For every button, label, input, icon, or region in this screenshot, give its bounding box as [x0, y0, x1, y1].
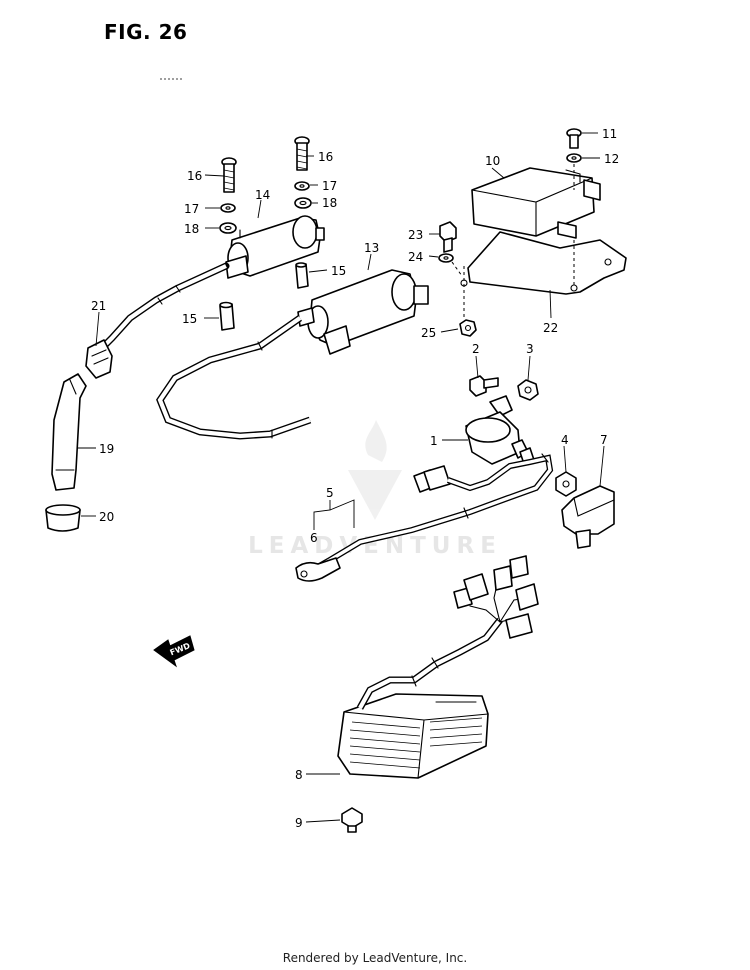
washer-17-left[interactable] — [220, 203, 236, 213]
spacer-15-upper[interactable] — [295, 262, 309, 289]
callout-9: 9 — [295, 816, 303, 830]
screw-11[interactable] — [566, 128, 582, 149]
ignition-coil-14[interactable] — [225, 215, 325, 279]
callout-18-right: 18 — [322, 196, 337, 210]
terminal-6[interactable] — [295, 557, 341, 582]
spacer-15-lower[interactable] — [219, 301, 235, 331]
regulator-rectifier-8[interactable] — [337, 693, 489, 779]
washer-12[interactable] — [566, 153, 582, 163]
plug-cap-21[interactable] — [85, 339, 113, 379]
plug-seal-20[interactable] — [45, 504, 81, 532]
washer-17-right[interactable] — [294, 181, 310, 191]
spark-plug-lead-rear — [100, 262, 230, 350]
assembly-lines — [451, 164, 575, 318]
callout-15-lower: 15 — [182, 312, 197, 326]
bolt-2[interactable] — [469, 375, 499, 397]
regulator-harness — [356, 555, 539, 710]
bolt-16-right[interactable] — [294, 136, 310, 171]
plug-cap-19[interactable] — [51, 373, 87, 491]
nut-3[interactable] — [517, 379, 539, 401]
callout-4: 4 — [561, 433, 569, 447]
nut-25[interactable] — [459, 319, 477, 337]
callout-14: 14 — [255, 188, 270, 202]
spark-plug-lead-front — [156, 315, 312, 440]
callout-20: 20 — [99, 510, 114, 524]
callout-24: 24 — [408, 250, 423, 264]
callout-11: 11 — [602, 127, 617, 141]
callout-17-left: 17 — [184, 202, 199, 216]
callout-18-left: 18 — [184, 222, 199, 236]
callout-8: 8 — [295, 768, 303, 782]
callout-bracket-5 — [313, 499, 355, 530]
callout-1: 1 — [430, 434, 438, 448]
bolt-23[interactable] — [439, 221, 457, 253]
footer-credit: Rendered by LeadVenture, Inc. — [282, 951, 468, 965]
callout-15-upper: 15 — [331, 264, 346, 278]
figure-title: FIG. 26 — [104, 20, 188, 44]
forward-direction-arrow: FWD — [153, 635, 195, 668]
leader-lines — [78, 132, 605, 823]
callout-2: 2 — [472, 342, 480, 356]
callout-16-right: 16 — [318, 150, 333, 164]
callout-21: 21 — [91, 299, 106, 313]
callout-17-right: 17 — [322, 179, 337, 193]
bolt-16-left[interactable] — [221, 157, 237, 193]
callout-3: 3 — [526, 342, 534, 356]
watermark-logo — [348, 420, 402, 520]
washer-24[interactable] — [438, 253, 454, 263]
callout-5: 5 — [326, 486, 334, 500]
screw-9[interactable] — [341, 807, 363, 833]
bracket-22[interactable] — [460, 231, 627, 295]
callout-22: 22 — [543, 321, 558, 335]
ignition-coil-13[interactable] — [297, 269, 429, 355]
callout-labels: 16 16 17 18 17 18 14 13 15 15 21 19 20 1… — [91, 127, 619, 830]
callout-23: 23 — [408, 228, 423, 242]
callout-10: 10 — [485, 154, 500, 168]
cdi-unit-10[interactable] — [471, 167, 601, 239]
relay-harness — [298, 453, 554, 581]
nut-4[interactable] — [555, 471, 577, 497]
callout-7: 7 — [600, 433, 608, 447]
callout-19: 19 — [99, 442, 114, 456]
callout-6: 6 — [310, 531, 318, 545]
callout-12: 12 — [604, 152, 619, 166]
washer-18-left[interactable] — [219, 222, 237, 234]
callout-13: 13 — [364, 241, 379, 255]
relay-cover-7[interactable] — [561, 485, 615, 549]
callout-25: 25 — [421, 326, 436, 340]
washer-18-right[interactable] — [294, 197, 312, 209]
callout-16-left: 16 — [187, 169, 202, 183]
starter-relay-1[interactable] — [465, 395, 535, 465]
